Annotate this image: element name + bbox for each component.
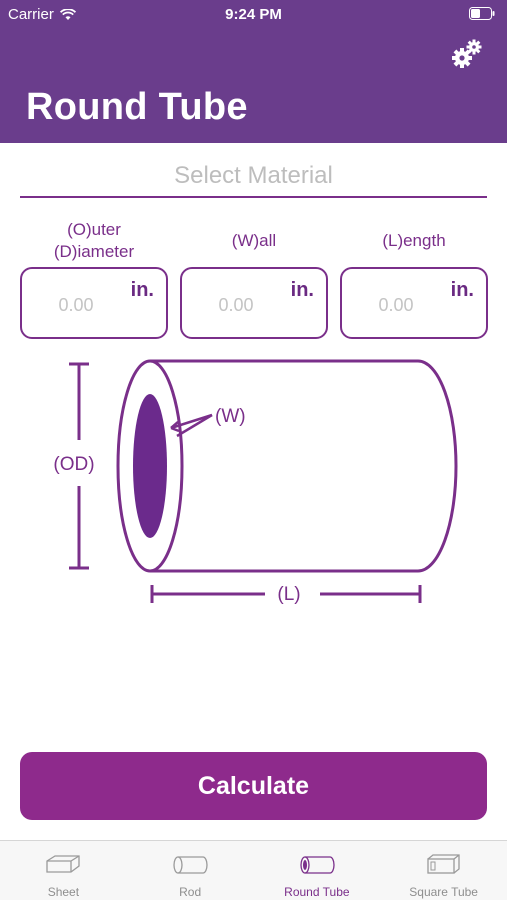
select-material-placeholder: Select Material — [174, 162, 333, 189]
header-bar: Carrier 9:24 PM — [0, 0, 507, 143]
length-dimension-label: (L) — [277, 584, 300, 605]
calculate-label: Calculate — [197, 771, 310, 800]
rod-icon — [173, 856, 208, 874]
tube-end-inner — [133, 394, 167, 538]
wall-input[interactable] — [188, 291, 284, 319]
od-dimension-label: (OD) — [53, 454, 94, 475]
tab-rod-label: Rod — [179, 885, 202, 899]
od-unit: in. — [130, 279, 154, 301]
tab-round-tube[interactable]: Round Tube — [254, 841, 381, 900]
calculate-button[interactable]: Calculate — [20, 752, 487, 820]
od-dimension — [69, 362, 89, 570]
tab-sheet-label: Sheet — [47, 885, 80, 899]
od-label: (O)uter (D)iameter — [53, 220, 135, 261]
battery-icon — [469, 7, 495, 20]
wall-label: (W)all — [231, 231, 277, 250]
tab-round-tube-label: Round Tube — [284, 885, 350, 899]
status-time: 9:24 PM — [225, 6, 282, 23]
carrier-label: Carrier — [8, 6, 54, 23]
length-dimension — [150, 585, 422, 603]
length-input-box[interactable]: in. — [340, 267, 488, 339]
length-input[interactable] — [348, 291, 444, 319]
wall-dimension-label: (W) — [215, 406, 246, 427]
tab-sheet[interactable]: Sheet — [0, 841, 127, 900]
tab-square-tube-label: Square Tube — [409, 885, 478, 899]
status-bar: Carrier 9:24 PM — [0, 0, 507, 28]
wall-arrows — [170, 413, 213, 438]
tube-diagram: (OD) (W) (L) — [53, 359, 458, 605]
tab-rod[interactable]: Rod — [127, 841, 254, 900]
page-title: Round Tube — [26, 86, 248, 128]
gears-icon[interactable] — [451, 38, 483, 70]
od-input[interactable] — [28, 291, 124, 319]
od-input-box[interactable]: in. — [20, 267, 168, 339]
sheet-icon — [46, 855, 81, 873]
length-label: (L)ength — [382, 231, 446, 250]
round-tube-icon — [300, 856, 335, 874]
select-material-field[interactable]: Select Material — [20, 162, 487, 198]
tab-bar: Sheet Rod Round Tube Square Tube — [0, 840, 507, 900]
tab-square-tube[interactable]: Square Tube — [380, 841, 507, 900]
square-tube-icon — [426, 854, 460, 874]
tube-body — [150, 359, 458, 573]
length-unit: in. — [450, 279, 474, 301]
carrier-info: Carrier — [8, 6, 76, 23]
wall-input-box[interactable]: in. — [180, 267, 328, 339]
wall-unit: in. — [290, 279, 314, 301]
wifi-icon — [59, 8, 76, 20]
